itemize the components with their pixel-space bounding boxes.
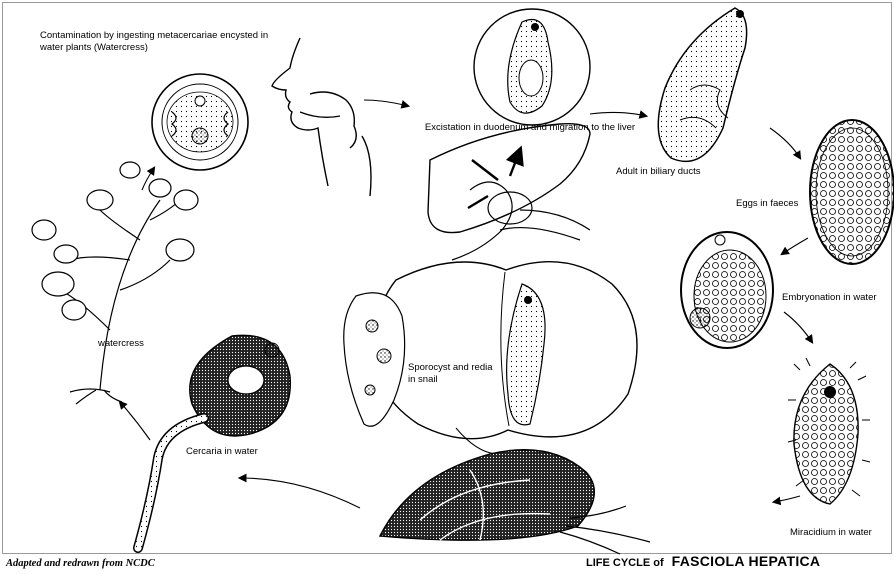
label-sporocyst: Sporocyst and redia in snail [408,362,498,386]
title-main: FASCIOLA HEPATICA [672,553,821,569]
metacercaria-cyst [152,74,248,170]
label-contamination: Contamination by ingesting metacercariae… [40,30,280,54]
label-embryonation: Embryonation in water [782,292,894,304]
adult-fluke [658,8,746,161]
excysted-juvenile [474,9,590,125]
arrow-embryo-to-miracidium [784,312,812,342]
label-adult: Adult in biliary ducts [616,166,700,178]
miracidium [788,358,870,504]
arrow-mouth-to-liver [364,100,408,106]
arrow-miracidium-to-snail [774,496,800,502]
snail [380,450,650,554]
label-watercress: watercress [98,338,144,350]
arrow-egg-to-embryo [782,238,808,254]
sporocyst-redia-bubble [344,262,637,439]
label-excystation: Excistation in duodenum and migration to… [406,122,654,134]
cercaria [138,335,290,548]
arrow-liver-to-adult [590,112,646,116]
arrow-cercaria-to-watercress [120,402,150,440]
human-head-icon [272,38,371,196]
liver [428,124,590,260]
arrow-snail-to-cercaria [240,478,360,508]
arrow-adult-to-egg [770,128,800,158]
watercress-plant [32,162,198,404]
title-prefix: LIFE CYCLE of [586,557,664,569]
embryonated-egg [681,232,773,348]
label-miracidium: Miracidium in water [790,527,872,539]
label-eggs: Eggs in faeces [736,198,798,210]
credit-text: Adapted and redrawn from NCDC [6,558,155,569]
label-cercaria: Cercaria in water [186,446,258,458]
diagram-title: LIFE CYCLE of FASCIOLA HEPATICA [586,553,820,571]
egg [810,120,894,264]
